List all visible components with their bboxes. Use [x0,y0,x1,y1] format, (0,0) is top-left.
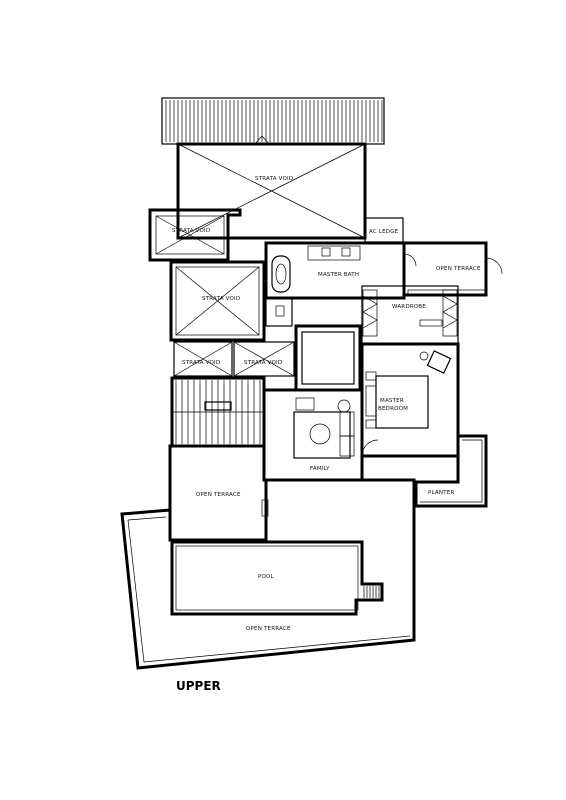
planter: PLANTER [414,434,488,508]
strata-void-top: STRATA VOID [176,142,367,240]
lift-core [294,324,362,392]
master-bedroom: MASTER BEDROOM [360,342,460,458]
armchair [426,350,452,374]
roof-louvre [161,97,385,145]
master-bedroom-label-2: BEDROOM [378,406,408,412]
strata-void-right-label: STRATA VOID [244,360,282,366]
open-terrace-right-label: OPEN TERRACE [436,266,481,272]
master-bath: MASTER BATH [264,241,406,327]
ac-ledge: AC LEDGE [364,217,404,243]
family-label: FAMILY [310,466,330,472]
pool-label: POOL [258,574,275,580]
strata-void-left-label: STRATA VOID [182,360,220,366]
open-terrace-right: OPEN TERRACE [402,241,503,297]
toilet [275,305,285,317]
strata-void-mid-label: STRATA VOID [202,296,240,302]
open-terrace-mid: OPEN TERRACE [168,444,269,542]
strata-void-top-label: STRATA VOID [255,176,293,182]
staircase [170,376,266,448]
pool: POOL [170,540,384,616]
family-room: FAMILY [262,388,364,482]
strata-void-row: STRATA VOID STRATA VOID [173,341,295,377]
master-bath-label: MASTER BATH [318,272,359,278]
bathtub [271,255,291,293]
floor-label: UPPER [176,679,221,693]
family-rug [293,411,351,459]
strata-void-small-label: STRATA VOID [172,228,210,234]
open-terrace-mid-label: OPEN TERRACE [196,492,241,498]
strata-void-small: STRATA VOID [148,208,242,262]
master-bedroom-label-1: MASTER [380,398,404,404]
planter-label: PLANTER [428,490,454,496]
pool-deck [120,478,416,670]
vanity [307,245,361,261]
ac-ledge-label: AC LEDGE [369,229,399,235]
wardrobe-label: WARDROBE [392,304,426,310]
open-terrace-bottom-label: OPEN TERRACE [246,626,291,632]
strata-void-mid: STRATA VOID [169,260,266,342]
